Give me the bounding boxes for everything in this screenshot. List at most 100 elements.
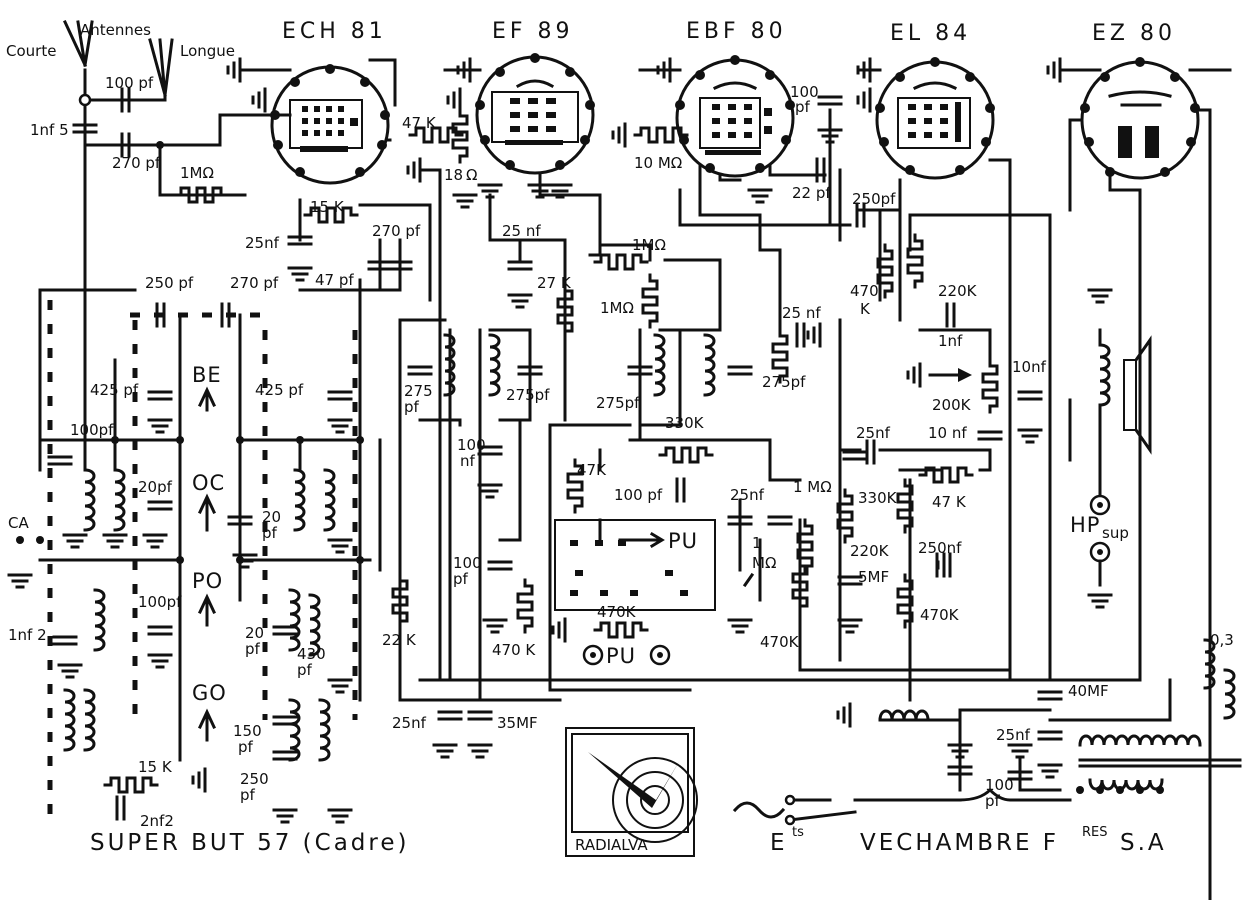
label-r-470k-d-u: K <box>860 300 871 318</box>
label-c-100pf-ef-u: pf <box>453 570 469 588</box>
power-transformer <box>732 638 1242 826</box>
label-r-220k-b: 220K <box>850 542 890 560</box>
band-switch <box>38 300 372 820</box>
label-r-10m: 10 MΩ <box>634 154 682 172</box>
label-c-10nf-b: 10nf <box>1012 358 1047 376</box>
label-c-25nf-ef: 25 nf <box>502 222 541 240</box>
label-c-430pf-u: pf <box>297 661 313 679</box>
footer-maker-c: S.A <box>1120 830 1167 856</box>
label-r-27k: 27 K <box>537 274 572 292</box>
label-c-100pf-l: 100pf <box>70 421 114 439</box>
antenna-section <box>63 20 292 158</box>
label-c-250pf-go: 250 <box>240 770 269 788</box>
label-c-5mf: 5MF <box>858 568 889 586</box>
tube-ef89 <box>475 53 595 175</box>
label-c-100nf-u: nf <box>460 452 476 470</box>
label-c-20pf-c: 20 <box>245 624 264 642</box>
label-c-100nf: 100 <box>457 436 486 454</box>
label-c-100pf-ps-u: pf <box>985 792 1001 810</box>
band-arrows <box>198 386 216 742</box>
cadre-label: CA <box>8 514 29 532</box>
antenna-short-label: Courte <box>6 42 56 60</box>
label-c-25nf-b: 25nf <box>392 714 427 732</box>
label-c-1nf2: 1nf 2 <box>8 626 47 644</box>
label-c-150pf: 150 <box>233 722 262 740</box>
footer-maker-b: VECHAMBRE F <box>860 830 1059 856</box>
footer-brand: RADIALVA <box>575 836 648 854</box>
label-c-25nf-ech: 25nf <box>245 234 280 252</box>
footer-maker-a-sup: ts <box>792 825 804 840</box>
band-label-go: GO <box>192 681 227 705</box>
label-r-470k-c: 470K <box>760 633 800 651</box>
label-c-250pf: 250 pf <box>145 274 194 292</box>
label-r-47k-c: 47 K <box>932 493 967 511</box>
radialva-logo <box>565 727 698 857</box>
band-label-oc: OC <box>192 471 225 495</box>
speaker-sub-label: sup <box>1102 524 1129 542</box>
footer-maker-a: E <box>770 830 788 856</box>
label-c-25nf-d: 25 nf <box>782 304 821 322</box>
label-c-2nf2: 2nf2 <box>140 812 174 830</box>
label-c-25nf-c: 25nf <box>730 486 765 504</box>
label-r-22k: 22 K <box>382 631 417 649</box>
label-r-470k-e: 470K <box>920 606 960 624</box>
cadre-terminal-right <box>36 536 44 544</box>
tube-label-ef89: EF 89 <box>492 19 574 44</box>
footer-model: SUPER BUT 57 (Cadre) <box>90 830 409 856</box>
label-c-275pf-a: 275 <box>404 382 433 400</box>
label-c-10nf-a: 10 nf <box>928 424 967 442</box>
tube-label-ez80: EZ 80 <box>1092 21 1176 46</box>
label-c-275pf-a-u: pf <box>404 398 420 416</box>
label-c-275pf-d: 275pf <box>762 373 806 391</box>
label-c-100pf-ef: 100 <box>453 554 482 572</box>
label-r-18: 18 <box>444 166 463 184</box>
label-c-35mf: 35MF <box>497 714 538 732</box>
footer-maker-b-sup: RES <box>1082 825 1108 840</box>
label-c-150pf-u: pf <box>238 738 254 756</box>
tube-label-ebf80: EBF 80 <box>686 19 787 44</box>
label-r-1m-b: 1MΩ <box>600 299 634 317</box>
tube-ebf80 <box>675 55 795 178</box>
label-c-270pf-c: 270 pf <box>230 274 279 292</box>
label-c-425pf-a: 425 pf <box>90 381 139 399</box>
label-c-100pf-ebf-u: pf <box>795 98 811 116</box>
heater-voltage-6-5: 0,3 <box>1210 631 1234 649</box>
label-c-20pf-b-u: pf <box>262 524 278 542</box>
tube-ech81 <box>270 64 390 185</box>
label-c-250pf-el: 250pf <box>852 190 896 208</box>
label-r-470k-d: 470 <box>850 282 879 300</box>
label-r-470k-a: 470 K <box>492 641 536 659</box>
label-c-1nf5: 1nf 5 <box>30 121 69 139</box>
label-r-330k-b: 330K <box>858 489 898 507</box>
antenna-title: Antennes <box>80 21 151 39</box>
pu-jack-label: PU <box>606 644 636 668</box>
label-c-250pf-go-u: pf <box>240 786 256 804</box>
component-labels: 100 pf 1nf 5 270 pf 1MΩ 47 K 15 K 25nf 4… <box>8 74 1109 830</box>
label-c-100pf-ps: 100 <box>985 776 1014 794</box>
label-c-100pf-ebf-b: 100 pf <box>614 486 663 504</box>
label-c-47pf: 47 pf <box>315 271 354 289</box>
label-c-20pf-b: 20 <box>262 508 281 526</box>
tube-ez80 <box>1080 57 1200 180</box>
pu-switch-label: PU <box>668 529 698 553</box>
label-c-100pf-ebf: 100 <box>790 83 819 101</box>
band-label-be: BE <box>192 363 222 387</box>
label-r-200k: 200K <box>932 396 972 414</box>
label-r-1m-a: 1MΩ <box>632 236 666 254</box>
speaker-label: HP <box>1070 513 1100 537</box>
label-c-275pf-b: 275pf <box>506 386 550 404</box>
label-r-47k-b: 47K <box>577 461 607 479</box>
label-c-100pf-ant: 100 pf <box>105 74 154 92</box>
label-c-20pf-a: 20pf <box>138 478 173 496</box>
label-r-470k-b: 470K <box>597 603 637 621</box>
label-r-15k: 15 K <box>310 198 345 216</box>
label-c-40mf: 40MF <box>1068 682 1109 700</box>
label-r-1m-pot: 1 <box>752 534 762 552</box>
volume-control <box>742 368 972 602</box>
label-c-20pf-c-u: pf <box>245 640 261 658</box>
label-c-25nf-f: 25nf <box>996 726 1031 744</box>
tube-label-el84: EL 84 <box>890 21 971 46</box>
label-r-330k-a: 330K <box>665 414 705 432</box>
label-r-1m-ech: 1MΩ <box>180 164 214 182</box>
